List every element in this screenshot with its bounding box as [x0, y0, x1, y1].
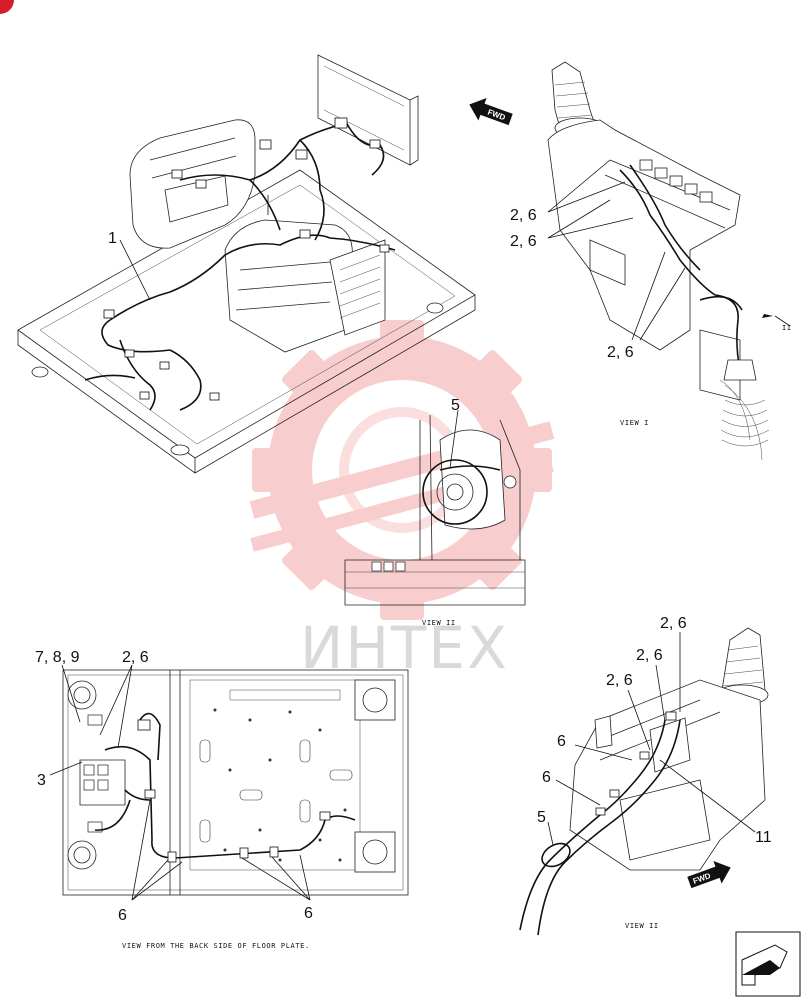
caption-view-i: VIEW I	[620, 419, 649, 427]
view-ii-detail	[344, 409, 526, 606]
next-page-nav-icon[interactable]	[735, 931, 801, 997]
callout-plate-6a: 6	[118, 907, 127, 924]
callout-view2-26a: 2, 6	[660, 615, 687, 632]
view-i-diagram	[547, 61, 791, 461]
callout-1: 1	[108, 230, 117, 247]
callout-view2-11: 11	[755, 829, 772, 846]
callout-view2-6b: 6	[542, 769, 551, 786]
callout-view2-5: 5	[537, 809, 546, 826]
callout-view1-a: 2, 6	[510, 207, 537, 224]
callout-view2-6a: 6	[557, 733, 566, 750]
caption-view-ii-bottom: VIEW II	[625, 922, 659, 930]
callout-view1-c: 2, 6	[607, 344, 634, 361]
callout-plate-3: 3	[37, 772, 46, 789]
callout-view2-top-5: 5	[451, 397, 460, 414]
callout-view2-26c: 2, 6	[606, 672, 633, 689]
caption-arrow-ii: II	[782, 324, 792, 332]
caption-floor-plate: VIEW FROM THE BACK SIDE OF FLOOR PLATE.	[122, 942, 310, 950]
fwd-arrow-top-icon: FWD	[469, 97, 513, 126]
caption-view-ii-top: VIEW II	[422, 619, 456, 627]
callout-plate-789: 7, 8, 9	[35, 649, 80, 666]
callout-view1-b: 2, 6	[510, 233, 537, 250]
main-assembly-view	[17, 54, 476, 474]
callout-plate-6b: 6	[304, 905, 313, 922]
floor-plate-back-view	[49, 664, 409, 901]
callout-view2-26b: 2, 6	[636, 647, 663, 664]
corner-badge	[0, 0, 14, 14]
view-ii-diagram	[519, 627, 769, 936]
watermark-text: ИНТЕХ	[300, 614, 509, 682]
callout-plate-26: 2, 6	[122, 649, 149, 666]
fwd-arrow-bottom-icon: FWD	[687, 860, 731, 889]
watermark-gear-icon	[249, 320, 555, 620]
